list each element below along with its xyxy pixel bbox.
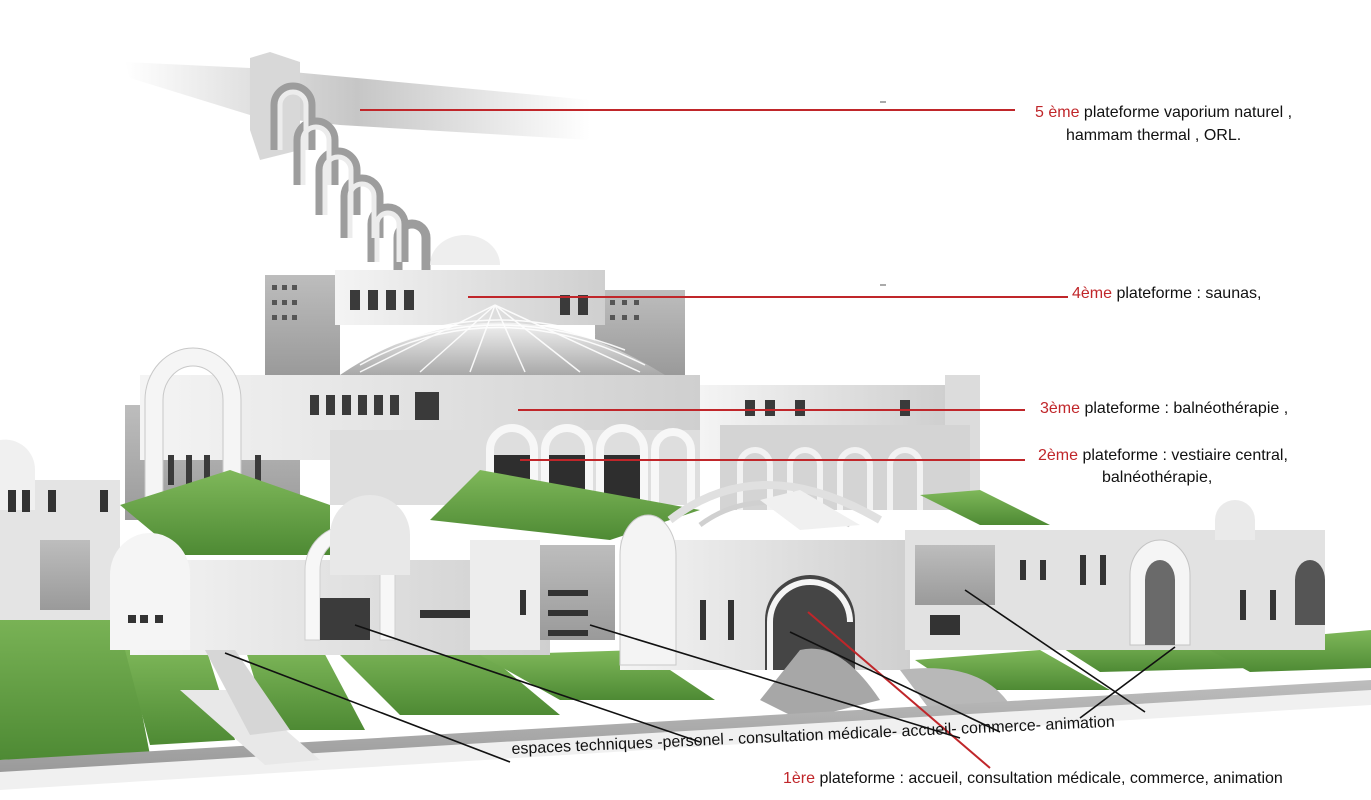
level4-text: plateforme : saunas, bbox=[1112, 285, 1262, 302]
label-level4: 4ème plateforme : saunas, bbox=[1072, 284, 1261, 304]
level4-number: 4ème bbox=[1072, 285, 1113, 302]
plaza-and-road bbox=[0, 648, 1371, 790]
label-level5: 5 ème plateforme vaporium naturel , bbox=[1035, 103, 1292, 123]
level3-text: plateforme : balnéothérapie , bbox=[1080, 400, 1289, 417]
level3-number: 3ème bbox=[1040, 400, 1081, 417]
leader-level1 bbox=[807, 611, 991, 769]
leader-programme-4 bbox=[789, 631, 1001, 733]
leader-programme-2 bbox=[354, 624, 701, 743]
level2-text: plateforme : vestiaire central, bbox=[1078, 447, 1288, 464]
label-level2: 2ème plateforme : vestiaire central, bbox=[1038, 446, 1288, 466]
label-level5-line2: hammam thermal , ORL. bbox=[1066, 127, 1242, 144]
level5-number: 5 ème bbox=[1035, 104, 1080, 121]
level1-front bbox=[0, 439, 1325, 670]
leader-programme-6 bbox=[1079, 646, 1176, 719]
leader-programme-3 bbox=[589, 624, 961, 739]
leader-lines bbox=[224, 101, 1176, 769]
label-level3: 3ème plateforme : balnéothérapie , bbox=[1040, 399, 1288, 419]
label-level2-line2: balnéothérapie, bbox=[1102, 469, 1213, 486]
level1-number: 1ère bbox=[783, 770, 816, 787]
level2-arcade bbox=[330, 424, 970, 510]
level5-walkway bbox=[125, 52, 590, 270]
level2-number: 2ème bbox=[1038, 447, 1079, 464]
level5-text: plateforme vaporium naturel , bbox=[1079, 104, 1293, 121]
level1-text: plateforme : accueil, consultation médic… bbox=[815, 770, 1283, 787]
leader-programme-1 bbox=[224, 652, 511, 763]
glass-dome bbox=[340, 304, 665, 375]
label-level1: 1ère plateforme : accueil, consultation … bbox=[783, 769, 1283, 789]
